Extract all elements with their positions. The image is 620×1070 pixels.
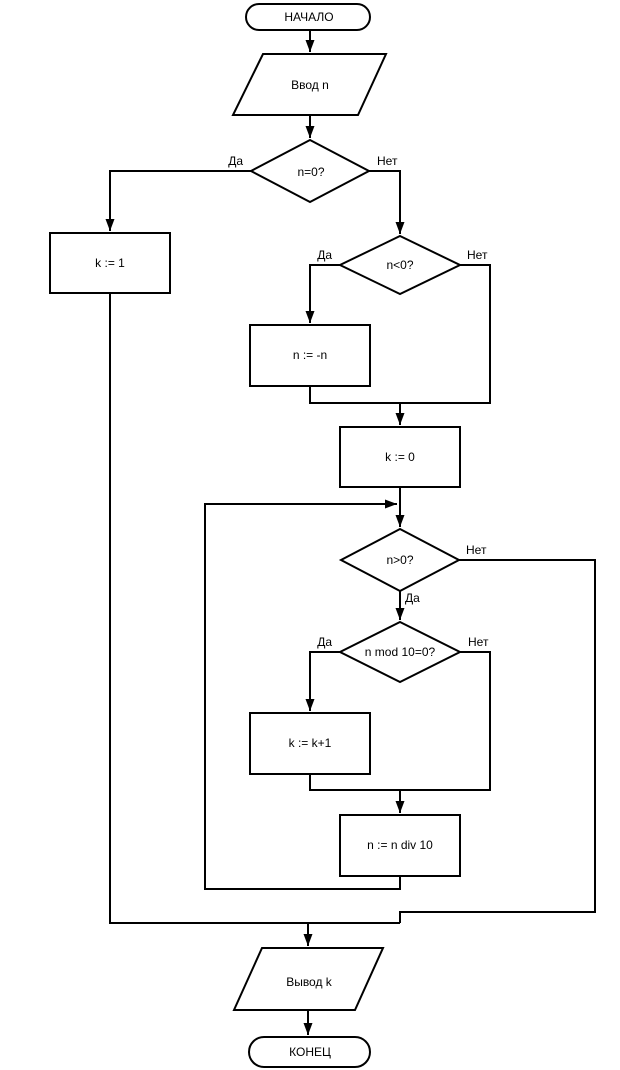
output-label: Вывод k [286, 975, 333, 989]
process-n-div-10-label: n := n div 10 [367, 838, 433, 852]
edge-loop-back [204, 499, 401, 890]
decision-n-lt-0-label: n<0? [386, 258, 413, 272]
process-k-plus-1 [249, 712, 371, 775]
process-k-plus-1-label: k := k+1 [289, 736, 332, 750]
start-label: НАЧАЛО [284, 10, 333, 24]
process-n-div-10 [339, 814, 461, 877]
edge-no-n-eq-0-to-dec-n-lt-0 [369, 170, 405, 234]
edge-no-n-lt-0-merge [309, 264, 491, 404]
edges [105, 30, 596, 1035]
decision-n-lt-0 [337, 234, 463, 296]
decision-n-gt-0-label: n>0? [386, 553, 413, 567]
decision-n-mod-10 [337, 620, 463, 684]
process-k-0 [339, 426, 461, 488]
branch-no-n-gt-0: Нет [466, 543, 487, 557]
decision-n-eq-0 [248, 138, 372, 204]
edge-k-1-to-output [109, 293, 400, 924]
start-terminator [245, 3, 371, 31]
branch-yes-n-eq-0: Да [228, 154, 243, 168]
end-label: КОНЕЦ [289, 1045, 331, 1059]
process-k-1-label: k := 1 [95, 256, 125, 270]
branch-yes-n-mod-10: Да [317, 635, 332, 649]
decision-n-eq-0-label: n=0? [297, 165, 324, 179]
branch-no-n-lt-0: Нет [467, 248, 488, 262]
end-terminator [248, 1036, 371, 1068]
input-parallelogram [231, 53, 388, 116]
edge-yes-n-lt-0-to-n-neg [305, 264, 340, 323]
decision-n-gt-0 [338, 527, 462, 593]
branch-yes-n-gt-0: Да [405, 591, 420, 605]
nodes: НАЧАЛО Ввод n n=0? k := 1 n<0? n := -n k… [49, 3, 463, 1068]
process-n-neg [249, 324, 371, 387]
branch-no-n-eq-0: Нет [377, 154, 398, 168]
edge-no-mod-merge [309, 651, 491, 791]
branch-yes-n-lt-0: Да [317, 248, 332, 262]
edge-yes-mod-to-k-plus-1 [305, 651, 340, 711]
decision-n-mod-10-label: n mod 10=0? [365, 645, 436, 659]
process-k-0-label: k := 0 [385, 450, 415, 464]
process-n-neg-label: n := -n [293, 348, 327, 362]
edge-no-n-gt-0-to-output [399, 559, 596, 923]
branch-no-n-mod-10: Нет [468, 635, 489, 649]
input-label: Ввод n [291, 78, 329, 92]
process-k-1 [49, 232, 171, 294]
edge-yes-n-eq-0-to-k-1 [105, 170, 251, 231]
branch-labels: Да Нет Да Нет Нет Да Да Нет [228, 154, 489, 649]
output-parallelogram [232, 947, 385, 1011]
